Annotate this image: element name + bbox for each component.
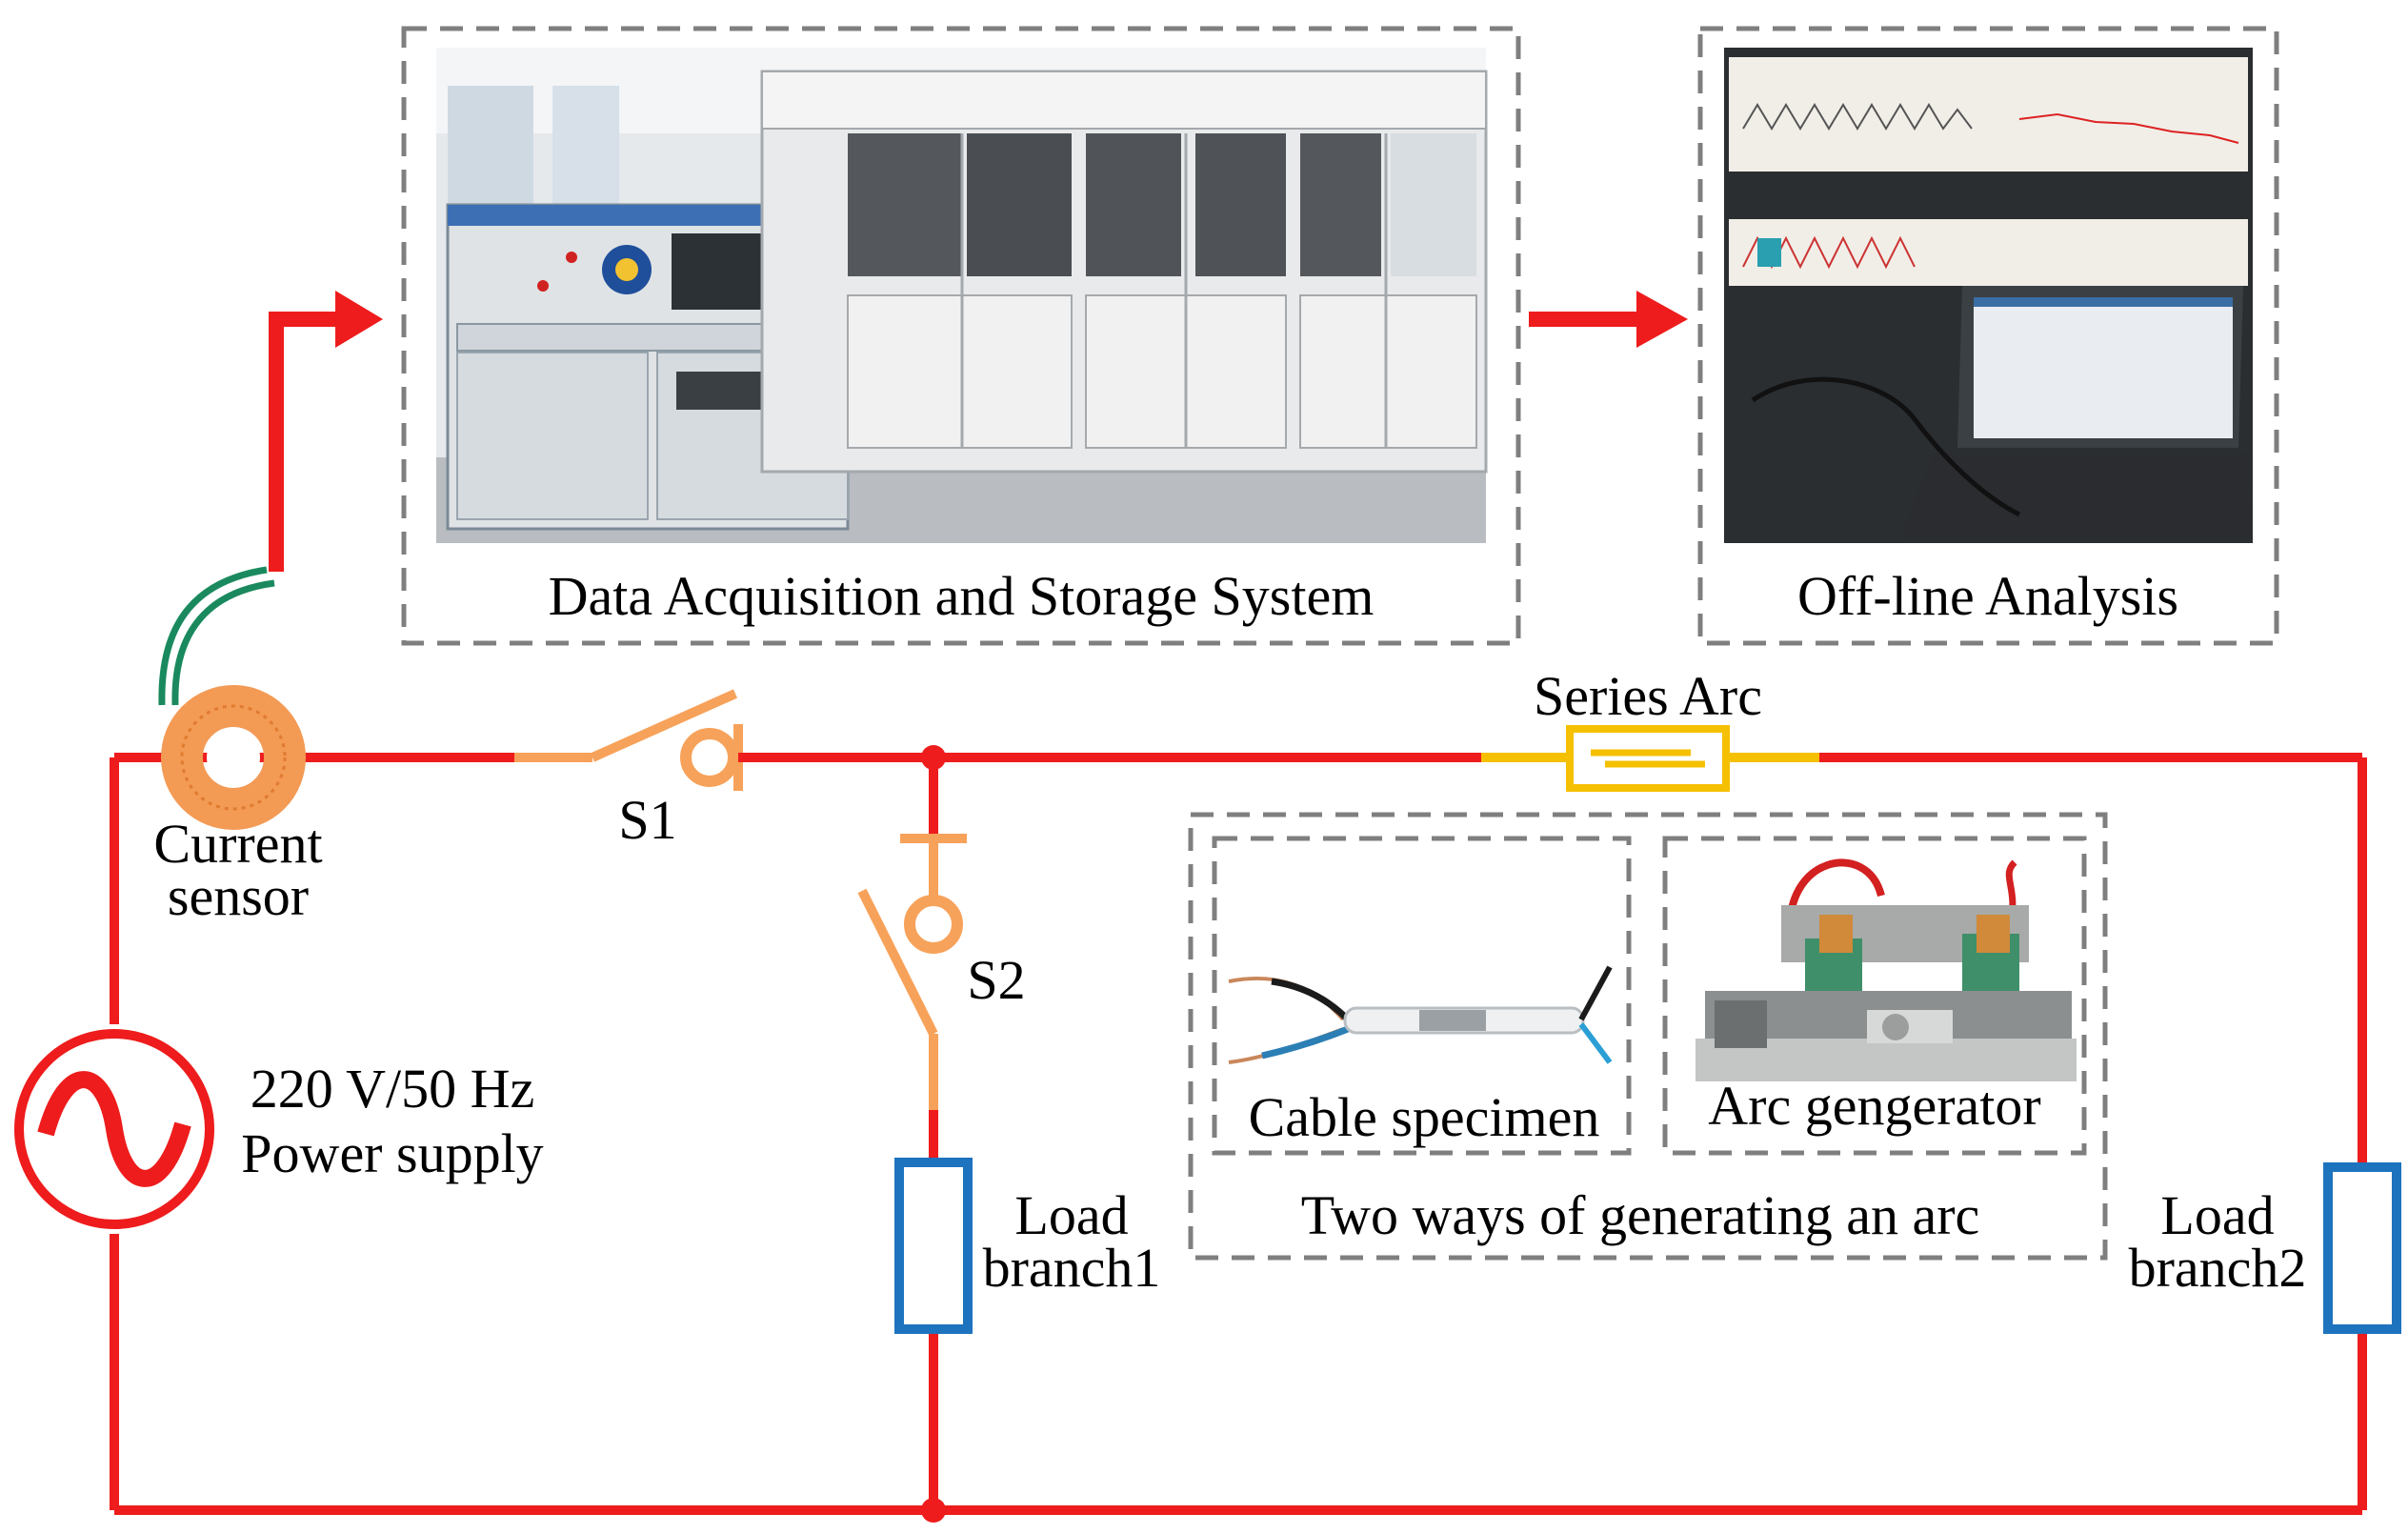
sensor-to-daq-arrowhead — [335, 291, 383, 348]
circuit-wires — [110, 753, 2367, 1515]
series-arc-label: Series Arc — [1534, 665, 1762, 727]
daq-caption: Data Acquisition and Storage System — [549, 565, 1375, 627]
daq-to-analysis-arrowhead — [1636, 291, 1688, 348]
switch-s2-icon — [857, 834, 967, 1110]
cable-specimen-panel: Cable specimen — [1212, 836, 1632, 1156]
current-sensor-icon — [161, 685, 306, 830]
analysis-caption: Off-line Analysis — [1797, 565, 2178, 627]
load2-label-2: branch2 — [2129, 1237, 2307, 1299]
load2-label-1: Load — [2160, 1184, 2274, 1246]
arc-generator-photo — [1696, 858, 2077, 1081]
load1-label-2: branch1 — [983, 1237, 1161, 1299]
arc-generator-panel: Arc gengerator — [1662, 836, 2087, 1156]
cable-specimen-photo — [1228, 965, 1613, 1064]
daq-panel: Data Acquisition and Storage System — [401, 26, 1521, 646]
switch-s2-label: S2 — [967, 949, 1025, 1011]
switch-s1-icon — [514, 689, 791, 791]
ac-source-icon — [14, 1029, 214, 1229]
junction-dots — [921, 745, 946, 1523]
sensor-leads — [158, 566, 275, 706]
analysis-panel: Off-line Analysis — [1697, 26, 2279, 646]
arc-generator-caption: Arc gengerator — [1708, 1075, 2040, 1137]
sensor-to-daq-line — [269, 312, 341, 572]
switch-s1-label: S1 — [618, 789, 676, 851]
supply-label-1: 220 V/50 Hz — [251, 1058, 535, 1120]
series-arc-icon — [1481, 725, 1819, 792]
arc-methods-caption: Two ways of generating an arc — [1301, 1184, 1980, 1246]
load-branch1-icon — [894, 1110, 973, 1334]
current-sensor-label-1: Current — [153, 813, 322, 875]
load-branch2-icon — [2323, 1162, 2401, 1334]
daq-photo — [436, 48, 1488, 543]
supply-label-2: Power supply — [241, 1122, 543, 1184]
current-sensor-label-2: sensor — [168, 865, 309, 927]
arc-methods-group: Cable specimen Arc gengerator Two ways — [1188, 812, 2108, 1261]
cable-specimen-caption: Cable specimen — [1249, 1086, 1600, 1148]
analysis-photo — [1724, 48, 2253, 543]
data-flow-arrows — [269, 291, 1688, 572]
load1-label-1: Load — [1014, 1184, 1128, 1246]
